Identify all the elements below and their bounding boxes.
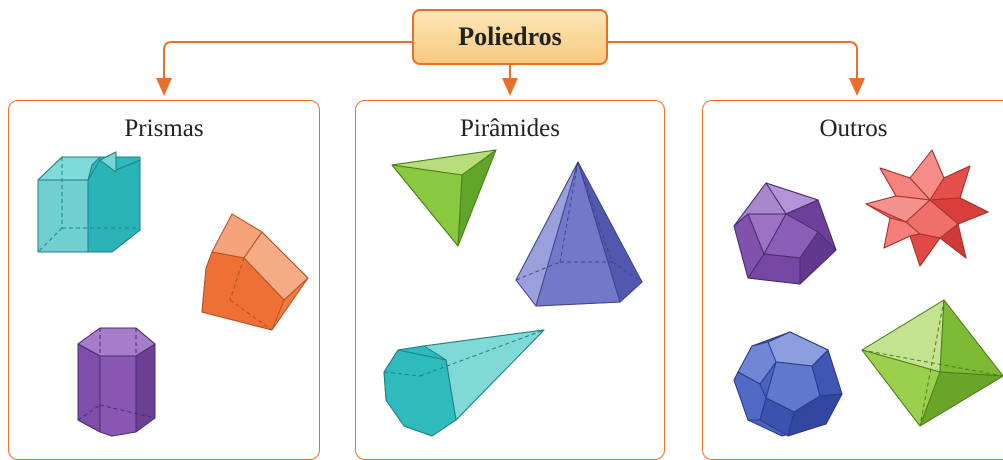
icosahedron-shape xyxy=(733,182,837,285)
category-title-piramides: Pirâmides xyxy=(460,115,560,142)
category-title-outros: Outros xyxy=(819,115,888,142)
hexagonal-pyramid-shape xyxy=(515,161,643,307)
octahedron-shape xyxy=(861,299,1003,427)
connector-prismas xyxy=(156,41,412,96)
cube-prism-shape xyxy=(37,151,141,253)
category-title-prismas: Prismas xyxy=(124,115,204,142)
root-node-poliedros: Poliedros xyxy=(412,9,608,65)
hexagonal-prism-shape xyxy=(77,327,156,437)
triangular-pyramid-shape xyxy=(391,149,497,247)
pentagonal-prism-shape xyxy=(201,213,309,331)
dodecahedron-shape xyxy=(733,331,843,437)
stellated-dodecahedron-shape xyxy=(865,149,989,267)
root-label: Poliedros xyxy=(458,22,562,51)
connector-outros xyxy=(608,41,865,96)
heptagonal-pyramid-shape xyxy=(383,329,545,437)
